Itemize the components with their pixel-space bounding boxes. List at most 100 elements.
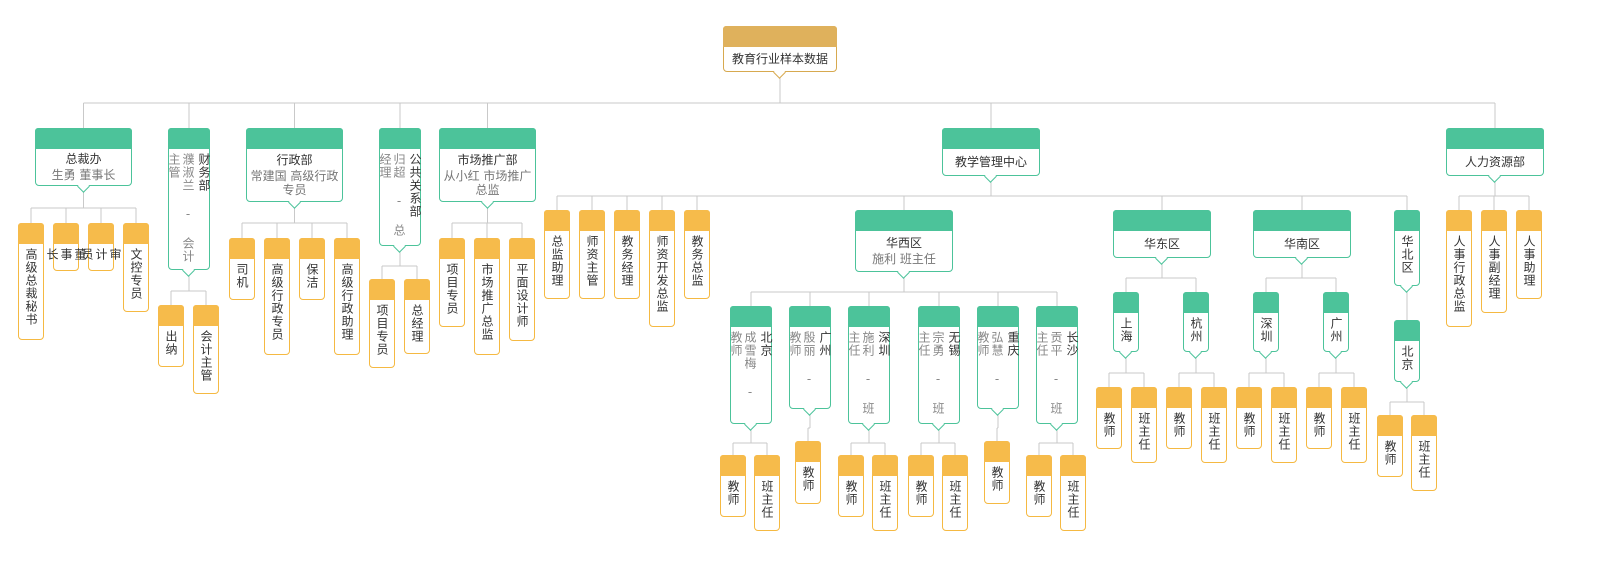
- node-name: 人事副经理: [1487, 235, 1501, 300]
- node-name: 会计主管: [199, 330, 213, 382]
- node-header-bar: [439, 238, 465, 259]
- org-node[interactable]: 高级总裁秘书: [18, 223, 44, 340]
- node-name: 重庆: [1006, 331, 1020, 357]
- org-node[interactable]: 上海: [1113, 292, 1139, 359]
- org-node[interactable]: 人事副经理: [1481, 210, 1507, 313]
- org-node[interactable]: 深圳施利 - 班主任: [847, 306, 891, 431]
- org-node[interactable]: 总监助理: [544, 210, 570, 299]
- org-node[interactable]: 出纳: [158, 305, 184, 367]
- node-name: 教学管理中心: [954, 155, 1027, 169]
- node-name: 班主任: [1277, 412, 1291, 451]
- org-node[interactable]: 重庆弘慧 - 教师: [976, 306, 1020, 416]
- org-node[interactable]: 行政部常建国 高级行政专员: [246, 128, 343, 209]
- org-node[interactable]: 教师: [1166, 387, 1192, 449]
- node-header-bar: [474, 238, 500, 259]
- org-node[interactable]: 人力资源部: [1446, 128, 1544, 183]
- org-node[interactable]: 财务部濮淑兰 - 会计主管: [167, 128, 211, 277]
- org-node[interactable]: 市场推广部从小红 市场推广总监: [439, 128, 536, 209]
- node-name: 华东区: [1143, 237, 1180, 251]
- org-node[interactable]: 班主任: [754, 455, 780, 531]
- node-name: 班主任: [1347, 412, 1361, 451]
- node-header-bar: [1096, 387, 1122, 408]
- node-name: 教师: [1383, 440, 1397, 466]
- node-name: 人事行政总监: [1452, 235, 1466, 313]
- org-node[interactable]: 董事长: [45, 223, 87, 271]
- org-node[interactable]: 班主任: [1131, 387, 1157, 463]
- node-header-bar: [1113, 210, 1211, 231]
- org-node[interactable]: 人事助理: [1516, 210, 1542, 299]
- org-node[interactable]: 教师: [1377, 415, 1403, 477]
- node-header-bar: [730, 306, 772, 327]
- org-node[interactable]: 教师: [1026, 455, 1052, 517]
- org-node[interactable]: 文控专员: [123, 223, 149, 312]
- org-node[interactable]: 华东区: [1113, 210, 1211, 265]
- node-subtitle: 濮淑兰 - 会计主管: [167, 153, 195, 263]
- org-node[interactable]: 教师: [720, 455, 746, 517]
- org-node[interactable]: 项目专员: [369, 279, 395, 368]
- org-node[interactable]: 北京: [1394, 320, 1420, 389]
- org-node[interactable]: 华北区: [1394, 210, 1420, 293]
- node-header-bar: [299, 238, 325, 259]
- org-node[interactable]: 班主任: [942, 455, 968, 531]
- node-header-bar: [1341, 387, 1367, 408]
- node-subtitle: 宗勇 - 班主任: [917, 331, 945, 415]
- org-node[interactable]: 教师: [1306, 387, 1332, 449]
- node-subtitle: 施利 - 班主任: [847, 331, 875, 415]
- org-node[interactable]: 班主任: [1411, 415, 1437, 491]
- org-node[interactable]: 师资主管: [579, 210, 605, 299]
- org-node[interactable]: 深圳: [1253, 292, 1279, 359]
- org-node[interactable]: 司机: [229, 238, 255, 300]
- org-node[interactable]: 无锡宗勇 - 班主任: [917, 306, 961, 431]
- org-node[interactable]: 班主任: [872, 455, 898, 531]
- org-node[interactable]: 杭州: [1183, 292, 1209, 359]
- node-name: 班主任: [760, 480, 774, 519]
- org-node[interactable]: 高级行政助理: [334, 238, 360, 355]
- node-name: 教师: [1312, 412, 1326, 438]
- org-node[interactable]: 教师: [795, 441, 821, 504]
- org-node[interactable]: 教学管理中心: [942, 128, 1040, 183]
- org-node[interactable]: 华南区: [1253, 210, 1351, 265]
- org-node[interactable]: 教师: [908, 455, 934, 517]
- org-node[interactable]: 审计员: [80, 223, 122, 271]
- org-node[interactable]: 平面设计师: [509, 238, 535, 341]
- node-header-bar: [158, 305, 184, 326]
- node-header-bar: [369, 279, 395, 300]
- org-node[interactable]: 班主任: [1201, 387, 1227, 463]
- node-name: 高级总裁秘书: [24, 248, 38, 326]
- org-node[interactable]: 师资开发总监: [649, 210, 675, 327]
- org-node[interactable]: 教师: [1096, 387, 1122, 449]
- org-node[interactable]: 教师: [1236, 387, 1262, 449]
- org-node[interactable]: 长沙贡平 - 班主任: [1035, 306, 1079, 431]
- org-node[interactable]: 广州: [1323, 292, 1349, 359]
- node-header-bar: [334, 238, 360, 259]
- node-header-bar: [193, 305, 219, 326]
- org-node[interactable]: 总裁办生勇 董事长: [35, 128, 132, 193]
- org-node[interactable]: 教师: [984, 441, 1010, 504]
- node-name: 班主任: [1066, 480, 1080, 519]
- node-header-bar: [1253, 210, 1351, 231]
- org-node[interactable]: 教务总监: [684, 210, 710, 299]
- node-header-bar: [855, 210, 953, 231]
- org-node[interactable]: 广州殷丽 - 教师: [788, 306, 832, 416]
- org-node[interactable]: 人事行政总监: [1446, 210, 1472, 327]
- org-node[interactable]: 班主任: [1271, 387, 1297, 463]
- org-node[interactable]: 高级行政专员: [264, 238, 290, 355]
- org-node[interactable]: 教务经理: [614, 210, 640, 299]
- org-node[interactable]: 华西区施利 班主任: [855, 210, 953, 279]
- node-name: 教师: [1242, 412, 1256, 438]
- org-node[interactable]: 教师: [838, 455, 864, 517]
- org-node[interactable]: 项目专员: [439, 238, 465, 327]
- org-node[interactable]: 保洁: [299, 238, 325, 300]
- org-node[interactable]: 市场推广总监: [474, 238, 500, 355]
- node-header-bar: [1183, 292, 1209, 313]
- node-header-bar: [579, 210, 605, 231]
- org-node[interactable]: 会计主管: [193, 305, 219, 394]
- org-node[interactable]: 公共关系部归超 - 总经理: [378, 128, 422, 253]
- org-node[interactable]: 教育行业样本数据: [723, 26, 837, 79]
- org-node[interactable]: 总经理: [404, 279, 430, 354]
- org-node[interactable]: 班主任: [1341, 387, 1367, 463]
- node-header-bar: [379, 128, 421, 149]
- org-node[interactable]: 北京成雪梅 - 教师: [729, 306, 773, 431]
- org-node[interactable]: 班主任: [1060, 455, 1086, 531]
- node-name: 项目专员: [445, 263, 459, 315]
